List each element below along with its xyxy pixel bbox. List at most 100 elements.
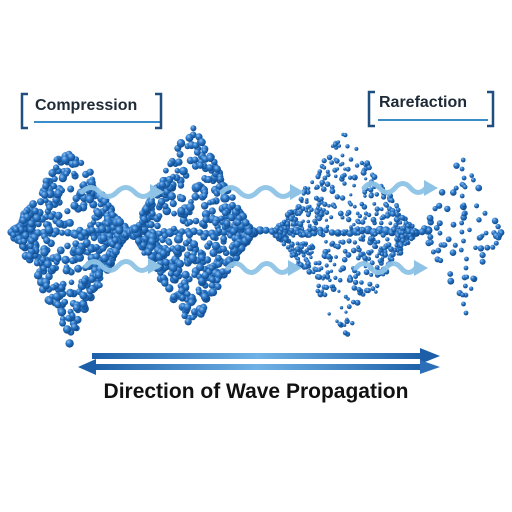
particle <box>43 260 52 269</box>
particle <box>334 255 338 259</box>
wavy-arrow-icon <box>353 261 419 275</box>
particle <box>449 249 457 256</box>
compression-bracket <box>20 92 163 130</box>
particle <box>343 132 348 138</box>
particle <box>31 207 39 215</box>
particle <box>461 202 467 208</box>
particle <box>346 304 352 310</box>
particle <box>198 254 206 262</box>
particle <box>54 254 62 262</box>
particle <box>374 290 378 294</box>
particle <box>295 230 300 235</box>
particle <box>312 218 318 224</box>
particle <box>322 165 327 170</box>
particle <box>62 266 71 275</box>
particle <box>218 215 224 222</box>
particle <box>81 229 89 237</box>
particle <box>352 183 356 188</box>
particle <box>33 260 41 267</box>
particle <box>75 247 84 256</box>
particle <box>51 231 57 238</box>
rarefaction-label-text: Rarefaction <box>379 94 468 111</box>
particle <box>389 197 395 203</box>
particle <box>167 192 176 201</box>
particle <box>245 228 253 236</box>
particle <box>196 161 204 169</box>
particle <box>464 256 469 262</box>
particle <box>174 168 181 174</box>
particle <box>350 247 357 254</box>
particle <box>408 236 414 242</box>
particle <box>69 257 76 265</box>
particle <box>227 213 236 222</box>
compression-label: Compression <box>22 92 162 126</box>
particle <box>299 245 304 250</box>
particle <box>220 235 228 243</box>
particle <box>131 225 140 234</box>
particle <box>362 255 368 261</box>
particle <box>54 211 63 220</box>
particle <box>399 214 406 221</box>
particle <box>206 240 213 247</box>
particle <box>95 221 102 228</box>
wavy-arrow-head-icon <box>288 260 302 276</box>
particle <box>285 221 290 227</box>
particle <box>185 231 194 239</box>
particle <box>230 227 238 235</box>
compression-label-text: Compression <box>35 97 138 114</box>
particle <box>269 228 275 235</box>
particle <box>289 241 295 248</box>
particle <box>332 204 337 209</box>
particle <box>179 294 186 301</box>
particle <box>345 212 350 217</box>
particle <box>296 204 302 210</box>
particle <box>17 226 25 234</box>
particle <box>352 222 356 227</box>
particle <box>262 226 270 234</box>
particle <box>463 310 469 316</box>
particle <box>68 279 75 286</box>
particle <box>360 219 366 225</box>
particle <box>379 207 384 212</box>
particle <box>57 308 66 317</box>
particle <box>442 242 448 248</box>
particle <box>372 243 378 249</box>
particle <box>56 246 65 255</box>
particle <box>233 240 241 248</box>
particle <box>53 164 60 171</box>
particle <box>405 228 412 235</box>
particle <box>200 292 209 301</box>
particle <box>329 160 335 166</box>
particle <box>209 198 217 205</box>
wavy-arrow-head-icon <box>150 184 164 200</box>
particle <box>196 263 205 272</box>
propagation-caption: Direction of Wave Propagation <box>103 380 409 403</box>
particle <box>352 240 358 245</box>
particle <box>228 244 235 250</box>
particle <box>461 211 467 217</box>
particle <box>306 186 311 190</box>
particle <box>215 260 223 268</box>
particle <box>330 144 335 148</box>
particle <box>80 301 87 308</box>
particle <box>209 276 216 283</box>
particle <box>493 240 499 246</box>
particle <box>321 158 327 164</box>
particle <box>102 206 109 212</box>
wavy-arrows-group <box>79 180 438 276</box>
particle <box>64 242 71 250</box>
particle <box>464 274 470 280</box>
particle <box>335 167 340 171</box>
particle <box>322 274 327 279</box>
particle <box>283 237 289 242</box>
particle <box>340 174 345 179</box>
particle <box>208 281 216 290</box>
particle <box>495 223 501 230</box>
particle <box>214 283 222 291</box>
particle <box>59 319 66 327</box>
particle <box>109 211 117 219</box>
particle <box>375 254 379 259</box>
particle <box>433 225 440 231</box>
wavy-arrow-icon <box>225 261 293 275</box>
